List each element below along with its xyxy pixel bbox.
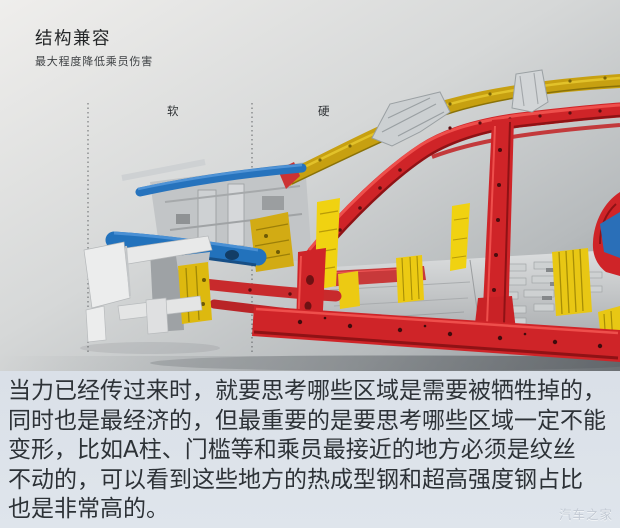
rear-blue-panel (600, 212, 620, 258)
a-pillar-and-roof-rail-red (305, 102, 620, 263)
front-upper-rail-blue (135, 163, 307, 197)
caption-line: 也是非常高的。 (8, 496, 169, 522)
front-shadow (80, 342, 220, 354)
caption-text: 当力已经传过来时，就要思考哪些区域是需要被牺牲掉的， 同时也是最经济的，但最重要… (8, 377, 616, 525)
caption-line: 不动的，可以看到这些地方的热成型钢和超高强度钢占比 (8, 466, 583, 493)
front-bumper-beam-silver (83, 235, 213, 343)
soft-zone-label: 软 (167, 104, 179, 118)
crash-box-yellow (176, 252, 212, 324)
caption-line: 同时也是最经济的，但最重要的是要思考哪些区域一定不能 (8, 407, 606, 434)
car-shadow (150, 355, 620, 371)
caption-line: 变形，比如A柱、门槛等和乘员最接近的地方必须是纹丝 (8, 437, 576, 463)
site-watermark: 汽车之家 (558, 507, 613, 522)
caption-panel: 当力已经传过来时，就要思考哪些区域是需要被牺牲掉的， 同时也是最经济的，但最重要… (0, 371, 620, 528)
rocker-sill-red (252, 306, 620, 362)
photo-bottom-shadow (0, 356, 620, 371)
figure-photo-area: 结构兼容 最大程度降低乘员伤害 软 硬 (0, 0, 620, 371)
roof-bracket-silver (371, 69, 549, 147)
yellow-reinforcements (315, 198, 620, 348)
figure-title: 结构兼容 (35, 29, 111, 49)
figure-subtitle: 最大程度降低乘员伤害 (35, 55, 153, 68)
car-structure-illustration (0, 0, 620, 371)
caption-line: 当力已经传过来时，就要思考哪些区域是需要被牺牲掉的， (8, 378, 606, 404)
hard-zone-label: 硬 (318, 104, 330, 118)
